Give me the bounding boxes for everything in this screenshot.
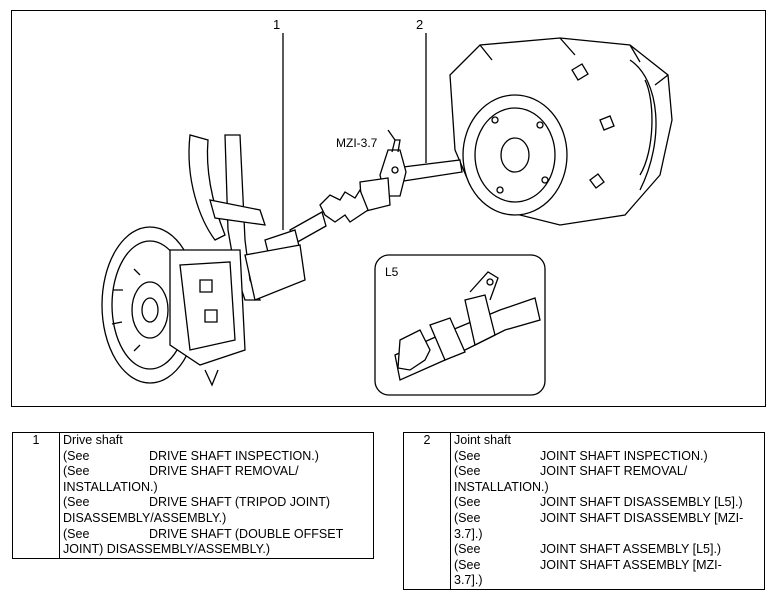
reference-line: (See DRIVE SHAFT (DOUBLE OFFSET xyxy=(63,527,370,543)
reference-text: DISASSEMBLY/ASSEMBLY.) xyxy=(63,510,227,525)
part-table-joint-shaft: 2 Joint shaft (See JOINT SHAFT INSPECTION… xyxy=(403,432,765,590)
callout-1: 1 xyxy=(273,17,281,32)
part-table-drive-shaft: 1 Drive shaft (See DRIVE SHAFT INSPECTION… xyxy=(12,432,374,559)
reference-line: (See JOINT SHAFT ASSEMBLY [MZI- xyxy=(454,558,761,574)
part-number: 1 xyxy=(12,432,60,559)
variant-leader xyxy=(387,129,396,141)
reference-text: JOINT) DISASSEMBLY/ASSEMBLY.) xyxy=(63,542,271,557)
see-prefix: (See xyxy=(63,495,90,510)
reference-line: INSTALLATION.) xyxy=(63,480,370,496)
figure-frame xyxy=(11,10,766,407)
reference-line: 3.7].) xyxy=(454,527,761,543)
see-prefix: (See xyxy=(454,464,481,479)
reference-text: DRIVE SHAFT (TRIPOD JOINT) xyxy=(149,495,331,510)
see-prefix: (See xyxy=(454,542,481,557)
reference-text: DRIVE SHAFT INSPECTION.) xyxy=(149,448,319,463)
reference-text: JOINT SHAFT REMOVAL/ xyxy=(540,464,688,479)
reference-text: JOINT SHAFT INSPECTION.) xyxy=(540,448,708,463)
reference-text: JOINT SHAFT DISASSEMBLY [L5].) xyxy=(540,495,743,510)
see-prefix: (See xyxy=(454,495,481,510)
reference-line: JOINT) DISASSEMBLY/ASSEMBLY.) xyxy=(63,542,370,558)
reference-line: (See DRIVE SHAFT INSPECTION.) xyxy=(63,449,370,465)
reference-text: JOINT SHAFT DISASSEMBLY [MZI- xyxy=(540,510,744,525)
inset-label: L5 xyxy=(385,265,399,279)
reference-line: DISASSEMBLY/ASSEMBLY.) xyxy=(63,511,370,527)
reference-text: JOINT SHAFT ASSEMBLY [L5].) xyxy=(540,542,722,557)
transaxle-drawing xyxy=(449,37,673,226)
reference-text: DRIVE SHAFT REMOVAL/ xyxy=(149,464,299,479)
reference-text: INSTALLATION.) xyxy=(63,479,158,494)
see-prefix: (See xyxy=(454,510,481,525)
reference-text: INSTALLATION.) xyxy=(454,479,549,494)
part-title: Joint shaft xyxy=(454,433,511,447)
wheel-hub-drawing xyxy=(101,226,246,387)
reference-text: JOINT SHAFT ASSEMBLY [MZI- xyxy=(540,557,722,572)
part-description: Joint shaft (See JOINT SHAFT INSPECTION.)… xyxy=(450,432,765,590)
reference-line: (See JOINT SHAFT INSPECTION.) xyxy=(454,449,761,465)
reference-line: 3.7].) xyxy=(454,573,761,589)
reference-text: DRIVE SHAFT (DOUBLE OFFSET xyxy=(149,526,344,541)
reference-line: (See JOINT SHAFT DISASSEMBLY [L5].) xyxy=(454,495,761,511)
part-title: Drive shaft xyxy=(63,433,123,447)
reference-line: (See JOINT SHAFT DISASSEMBLY [MZI- xyxy=(454,511,761,527)
see-prefix: (See xyxy=(63,448,90,463)
see-prefix: (See xyxy=(63,464,90,479)
joint-shaft-drawing xyxy=(379,139,463,197)
part-number: 2 xyxy=(403,432,451,590)
reference-text: 3.7].) xyxy=(454,573,483,588)
reference-line: (See DRIVE SHAFT REMOVAL/ xyxy=(63,464,370,480)
reference-line: (See DRIVE SHAFT (TRIPOD JOINT) xyxy=(63,495,370,511)
inset-joint-drawing xyxy=(394,271,541,381)
callout-2: 2 xyxy=(416,17,424,32)
see-prefix: (See xyxy=(63,526,90,541)
variant-label: MZI-3.7 xyxy=(336,136,378,150)
reference-text: 3.7].) xyxy=(454,526,483,541)
see-prefix: (See xyxy=(454,448,481,463)
see-prefix: (See xyxy=(454,557,481,572)
part-description: Drive shaft (See DRIVE SHAFT INSPECTION.)… xyxy=(59,432,374,559)
reference-line: (See JOINT SHAFT ASSEMBLY [L5].) xyxy=(454,542,761,558)
reference-line: INSTALLATION.) xyxy=(454,480,761,496)
reference-line: (See JOINT SHAFT REMOVAL/ xyxy=(454,464,761,480)
